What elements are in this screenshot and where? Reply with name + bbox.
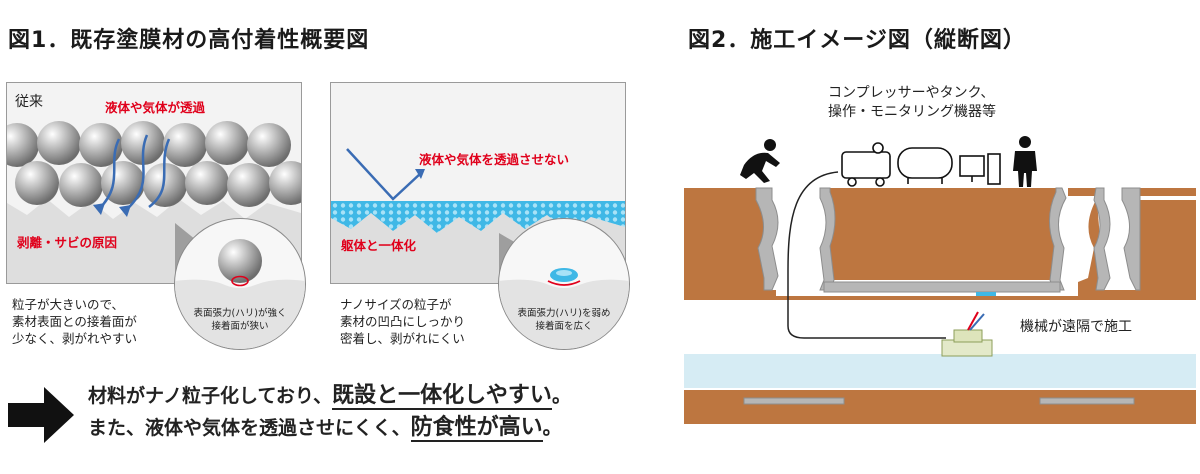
large-particles	[7, 121, 301, 207]
equipment-icons	[841, 142, 1001, 187]
peeling-cause-label: 剥離・サビの原因	[17, 235, 118, 250]
conventional-tag: 従来	[15, 94, 43, 110]
description-line: 素材表面との接着面が	[12, 314, 137, 329]
conventional-callout-circle: 表面張力(ハリ)が強く 接着面が狭い	[174, 218, 306, 350]
description-line: 少なく、剥がれやすい	[12, 331, 138, 346]
equipment-label-line: コンプレッサーやタンク、	[828, 85, 995, 101]
summary-line-1-emphasis: 既設と一体化しやすい	[332, 383, 552, 410]
permeation-label: 液体や気体が透過	[105, 100, 206, 115]
description-line: 粒子が大きいので、	[12, 297, 125, 312]
equipment-label-line: 操作・モニタリング機器等	[828, 104, 996, 120]
nano-callout-circle: 表面張力(ハリ)を弱め 接着面を広く	[498, 218, 630, 350]
summary-line-2-prefix: また、液体や気体を透過させにくく、	[88, 417, 411, 439]
figure2-title: 図2．施工イメージ図（縦断図）	[688, 28, 1026, 53]
pc-tower-icon	[987, 153, 1001, 185]
tank-icon	[897, 147, 953, 179]
nano-description: ナノサイズの粒子が 素材の凹凸にしっかり 密着し、剥がれにくい	[340, 296, 465, 347]
crouching-worker-icon	[740, 139, 780, 183]
figure1-title: 図1．既存塗膜材の高付着性概要図	[8, 28, 370, 53]
monitor-icon	[959, 155, 985, 177]
nano-panel: 液体や気体を透過させない 躯体と一体化	[330, 82, 626, 284]
summary-line-2-emphasis: 防食性が高い	[410, 415, 543, 442]
concrete-structure	[755, 187, 1141, 293]
soil-upper-layer	[684, 188, 1196, 300]
conventional-closeup-illustration	[175, 239, 305, 349]
unify-label: 躯体と一体化	[341, 238, 417, 253]
callout-line: 接着面を広く	[535, 321, 593, 332]
callout-line: 表面張力(ハリ)を弱め	[517, 308, 611, 319]
wide-contact-marker	[547, 280, 581, 286]
soil-lower-layer	[684, 390, 1196, 424]
summary-line-2: また、液体や気体を透過させにくく、防食性が高い。	[88, 412, 571, 444]
hose-line	[787, 171, 946, 339]
summary-arrow-icon	[8, 387, 74, 443]
remote-construction-label: 機械が遠隔で施工	[1020, 319, 1132, 335]
standing-worker-icon	[1013, 136, 1037, 187]
summary-line-1: 材料がナノ粒子化しており、既設と一体化しやすい。	[88, 380, 571, 412]
description-line: 素材の凹凸にしっかり	[340, 314, 466, 329]
construction-cross-section	[684, 171, 1196, 424]
soil-between-pits	[824, 188, 1062, 280]
compressor-icon	[841, 151, 891, 179]
summary-line-2-suffix: 。	[542, 417, 562, 439]
conventional-description: 粒子が大きいので、 素材表面との接着面が 少なく、剥がれやすい	[12, 296, 137, 347]
description-line: 密着し、剥がれにくい	[340, 331, 465, 346]
groundwater-band	[684, 354, 1196, 388]
spray-mark	[976, 292, 996, 296]
conventional-callout-text: 表面張力(ハリ)が強く 接着面が狭い	[175, 307, 305, 333]
callout-line: 表面張力(ハリ)が強く	[193, 308, 287, 319]
remote-machine-icon	[941, 311, 993, 357]
nano-particle-layer	[331, 201, 625, 233]
permeation-arrows	[98, 134, 171, 212]
description-line: ナノサイズの粒子が	[340, 297, 452, 312]
nano-closeup-illustration	[499, 268, 629, 349]
equipment-label: コンプレッサーやタンク、 操作・モニタリング機器等	[828, 84, 996, 122]
summary-text: 材料がナノ粒子化しており、既設と一体化しやすい。 また、液体や気体を透過させにく…	[88, 380, 571, 444]
callout-line: 接着面が狭い	[211, 321, 269, 332]
block-permeation-label: 液体や気体を透過させない	[419, 152, 570, 167]
summary-line-1-suffix: 。	[551, 385, 571, 407]
narrow-contact-marker	[231, 275, 249, 287]
nano-callout-text: 表面張力(ハリ)を弱め 接着面を広く	[499, 307, 629, 333]
reflect-arrow	[346, 148, 422, 201]
summary-line-1-prefix: 材料がナノ粒子化しており、	[88, 385, 333, 407]
